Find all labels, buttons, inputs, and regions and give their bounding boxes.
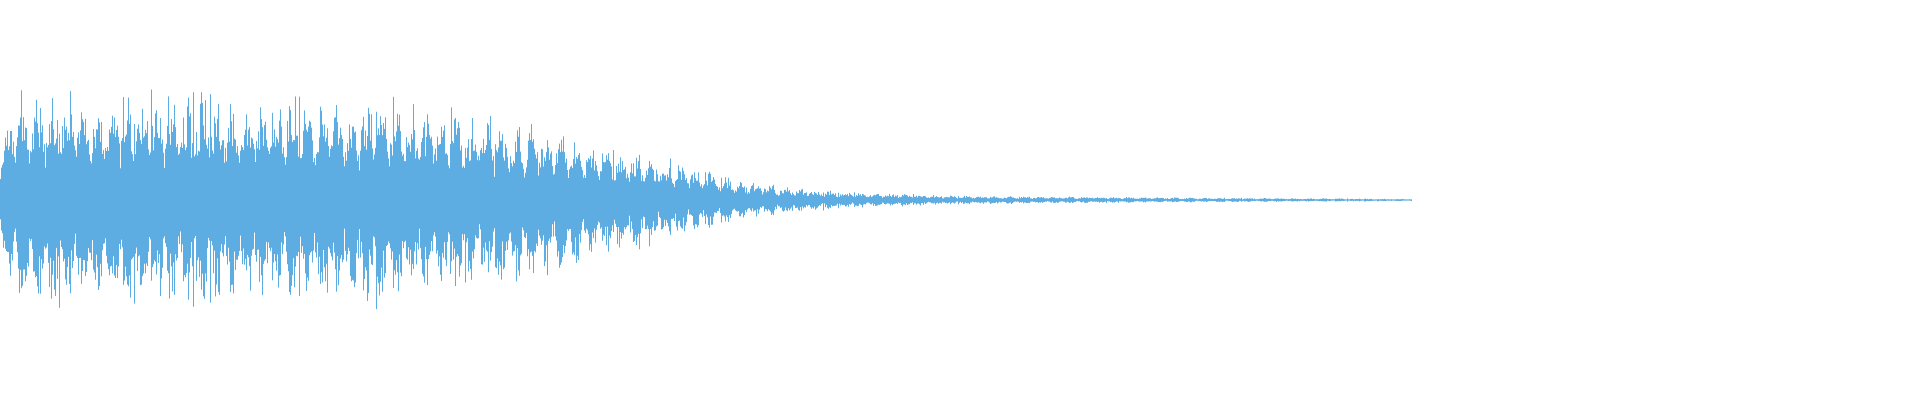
waveform-trace (0, 89, 1412, 310)
